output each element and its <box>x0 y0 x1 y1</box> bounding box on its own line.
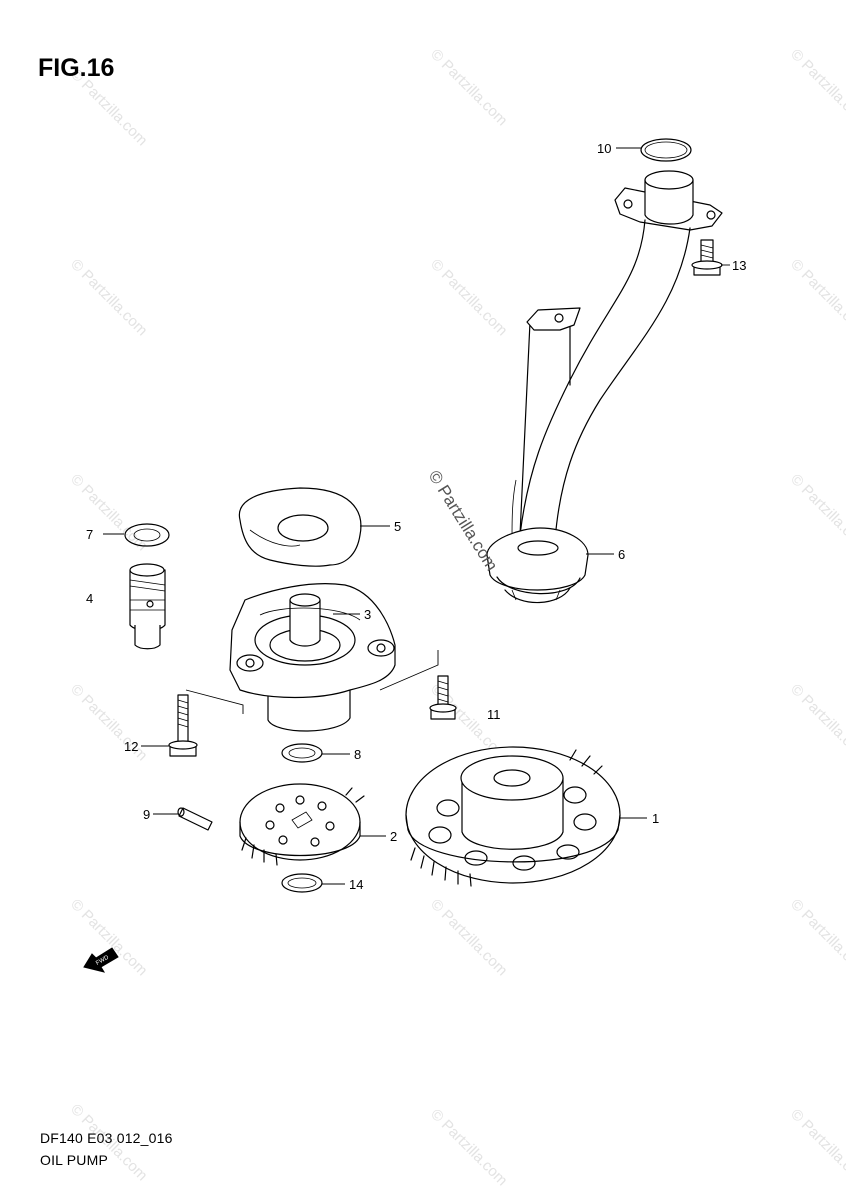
watermark: © Partzilla.com <box>787 471 846 554</box>
watermark: © Partzilla.com <box>427 256 510 339</box>
callout-5: 5 <box>394 519 401 534</box>
watermark: © Partzilla.com <box>427 896 510 979</box>
part-12-bolt[interactable] <box>168 694 198 757</box>
part-7-washer[interactable] <box>124 523 170 547</box>
callout-13: 13 <box>732 258 746 273</box>
part-13-bolt[interactable] <box>691 239 723 276</box>
watermark-prominent: © Partzilla.com <box>425 467 502 574</box>
leader-lines <box>103 147 730 885</box>
callout-7: 7 <box>86 527 93 542</box>
part-9-pin[interactable] <box>177 807 213 831</box>
callout-9: 9 <box>143 807 150 822</box>
part-4-relief-valve[interactable] <box>129 563 166 650</box>
callout-3: 3 <box>364 607 371 622</box>
part-8-o-ring[interactable] <box>281 743 323 763</box>
callout-2: 2 <box>390 829 397 844</box>
watermark: © Partzilla.com <box>427 1106 510 1189</box>
part-3-pump-body[interactable] <box>229 583 396 732</box>
figure-name: OIL PUMP <box>40 1152 108 1168</box>
watermark: © Partzilla.com <box>787 896 846 979</box>
part-14-o-ring[interactable] <box>281 873 323 893</box>
watermark: © Partzilla.com <box>787 681 846 764</box>
watermark: © Partzilla.com <box>67 896 150 979</box>
watermark: © Partzilla.com <box>787 46 846 129</box>
part-11-bolt[interactable] <box>429 675 457 720</box>
part-2-inner-rotor[interactable] <box>239 783 365 866</box>
figure-title: FIG.16 <box>38 54 115 82</box>
watermark: © Partzilla.com <box>787 256 846 339</box>
callout-14: 14 <box>349 877 363 892</box>
watermark: © Partzilla.com <box>67 256 150 339</box>
callout-11: 11 <box>487 707 501 722</box>
callout-1: 1 <box>652 811 659 826</box>
part-1-driven-gear[interactable] <box>405 746 621 887</box>
callout-10: 10 <box>597 141 611 156</box>
callout-8: 8 <box>354 747 361 762</box>
part-5-gasket[interactable] <box>238 487 362 567</box>
part-6-oil-strainer[interactable] <box>486 170 723 604</box>
figure-code: DF140 E03 012_016 <box>40 1130 173 1146</box>
part-10-o-ring[interactable] <box>640 138 692 162</box>
assembly-lines <box>185 650 439 714</box>
watermark-layer: © Partzilla.com © Partzilla.com © Partzi… <box>67 46 846 1189</box>
callout-6: 6 <box>618 547 625 562</box>
callout-12: 12 <box>124 739 138 754</box>
watermark: © Partzilla.com <box>67 471 150 554</box>
forward-arrow-icon: FWD <box>83 947 119 973</box>
watermark: © Partzilla.com <box>787 1106 846 1189</box>
callout-4: 4 <box>86 591 93 606</box>
watermark: © Partzilla.com <box>427 46 510 129</box>
callout-labels: 1 2 3 4 5 6 7 8 9 10 11 12 13 14 <box>86 141 746 892</box>
